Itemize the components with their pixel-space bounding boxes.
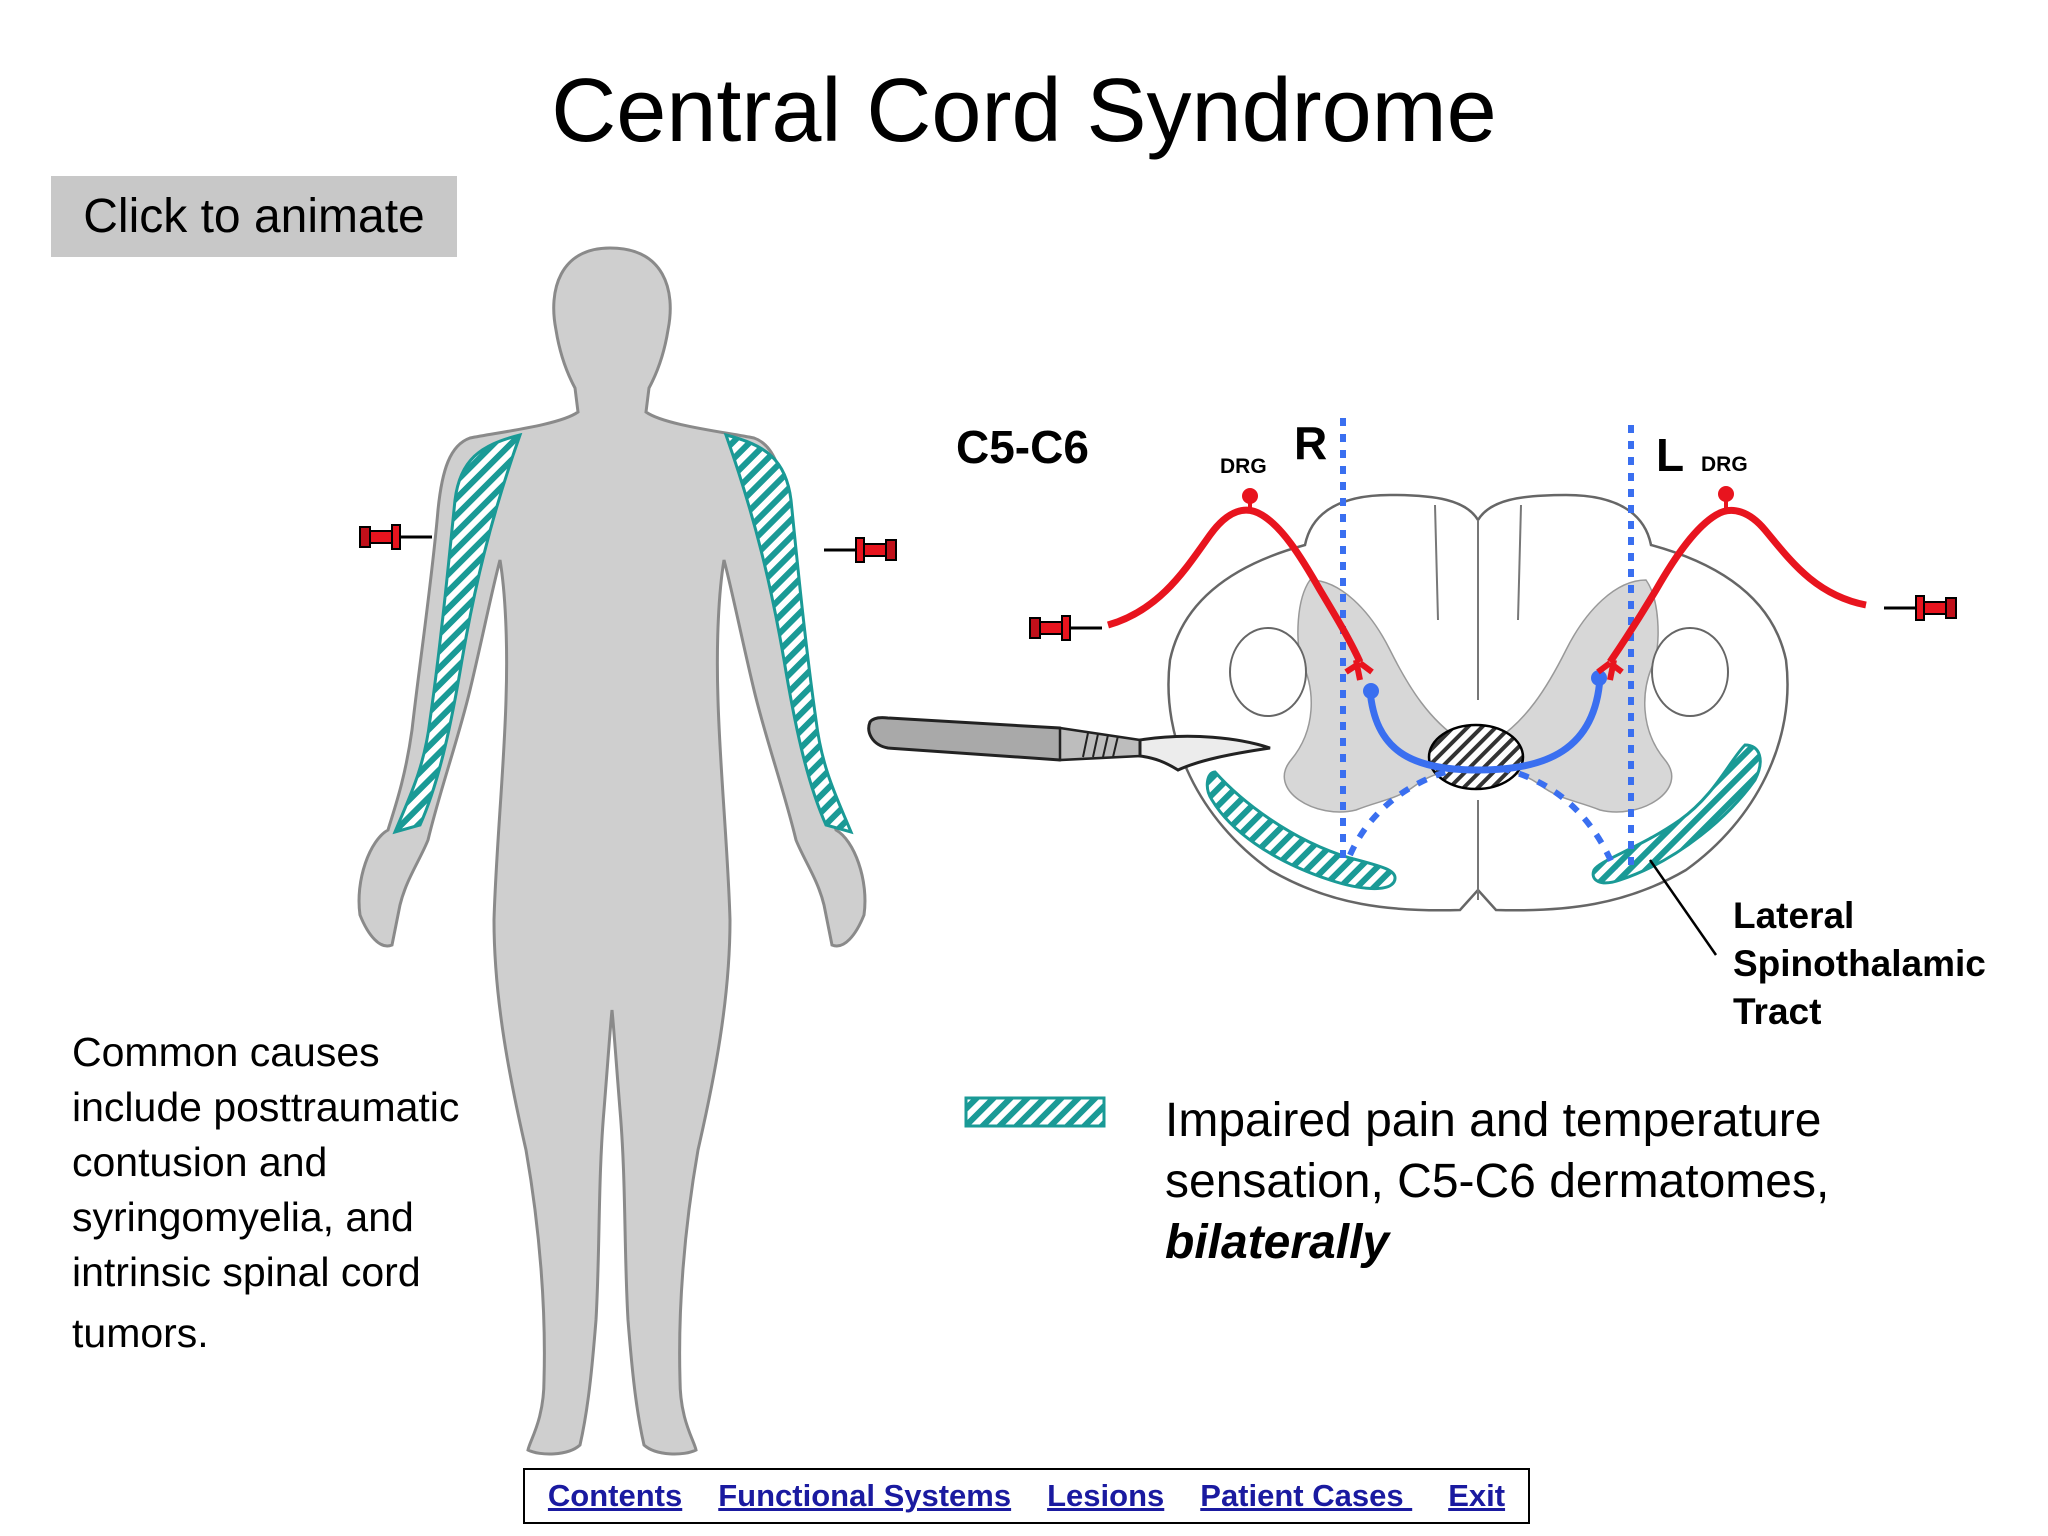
animate-button[interactable]: Click to animate — [51, 176, 457, 257]
nav-lesions[interactable]: Lesions — [1047, 1478, 1165, 1513]
drg-label-left: DRG — [1701, 453, 1748, 476]
pin-icon-right-arm — [822, 536, 898, 564]
drg-label-right: DRG — [1220, 455, 1267, 478]
scalpel-icon — [867, 716, 1271, 772]
left-spinothalamic-tract — [1591, 743, 1762, 885]
right-spinothalamic-tract — [1205, 770, 1397, 891]
left-arm-dermatome — [392, 432, 523, 835]
pin-icon-left-arm — [358, 523, 434, 551]
legend-swatch — [964, 1096, 1106, 1128]
pin-icon-left-cord — [1882, 594, 1958, 622]
central-lesion — [1427, 723, 1525, 791]
legend-emphasis: bilaterally — [1165, 1216, 1390, 1269]
nav-functional-systems[interactable]: Functional Systems — [718, 1478, 1012, 1513]
right-side-label: R — [1294, 417, 1328, 469]
nav-bar: Contents Functional Systems Lesions Pati… — [523, 1468, 1530, 1524]
nav-exit[interactable]: Exit — [1448, 1478, 1506, 1513]
level-label: C5-C6 — [956, 421, 1089, 473]
spinal-cord-section — [1107, 418, 1867, 956]
causes-text: Common causes include posttraumatic cont… — [72, 1029, 460, 1356]
nav-patient-cases[interactable]: Patient Cases — [1200, 1478, 1413, 1513]
legend-text: Impaired pain and temperature sensation,… — [1165, 1090, 2025, 1273]
tract-label: Lateral Spinothalamic Tract — [1733, 895, 1986, 1032]
nav-contents[interactable]: Contents — [547, 1478, 683, 1513]
right-arm-dermatome — [723, 432, 854, 835]
pin-icon-right-cord — [1028, 614, 1104, 642]
page-title: Central Cord Syndrome — [551, 61, 1497, 161]
left-side-label: L — [1656, 429, 1685, 481]
